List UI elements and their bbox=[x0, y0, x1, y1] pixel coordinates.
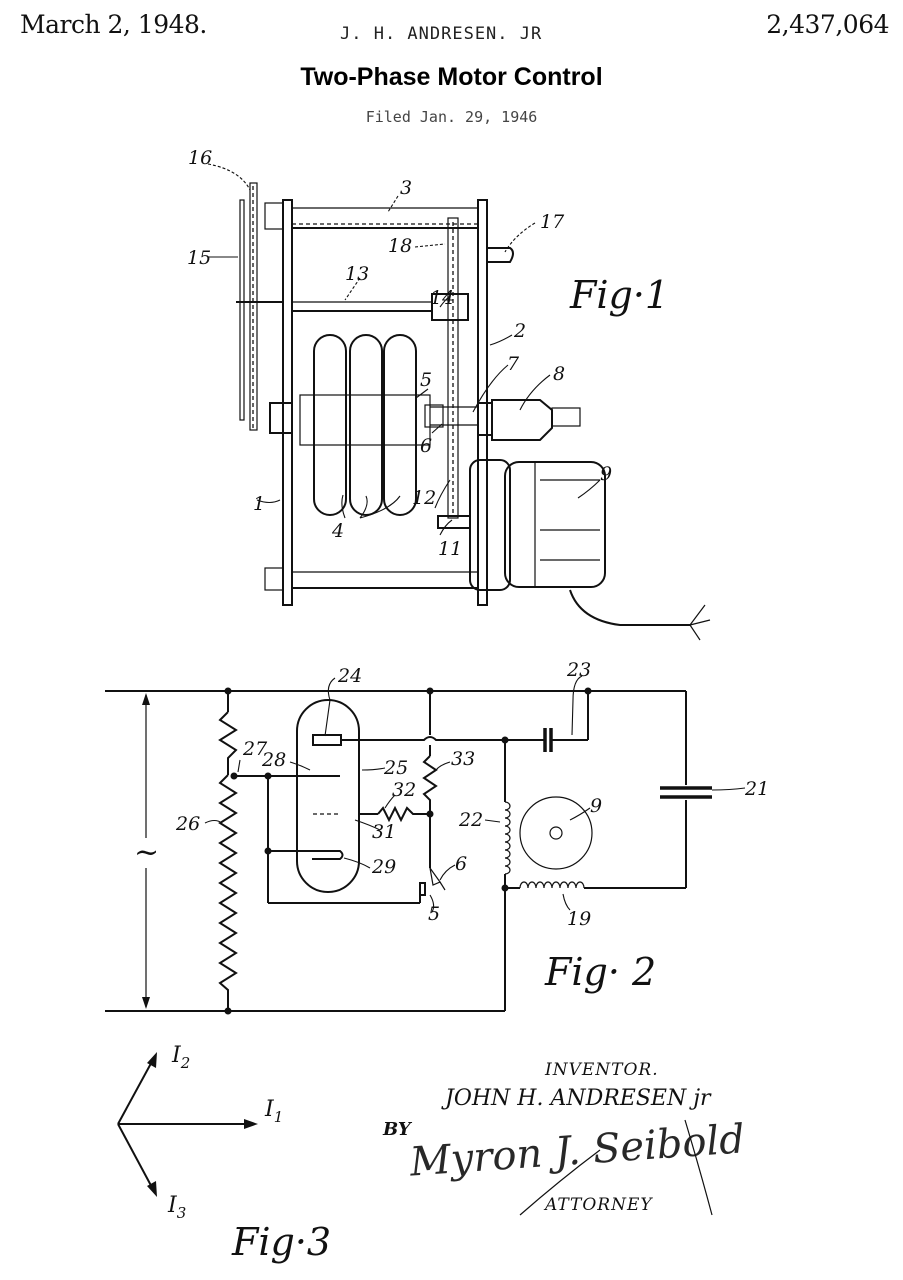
label-i2: I2 bbox=[171, 1043, 190, 1072]
ref-26: 26 bbox=[175, 813, 200, 835]
ac-symbol: ~ bbox=[134, 835, 159, 870]
ref-2: 2 bbox=[513, 320, 526, 342]
ref-23: 23 bbox=[566, 659, 591, 681]
ref-7: 7 bbox=[507, 353, 520, 375]
filed-date: Filed Jan. 29, 1946 bbox=[365, 108, 538, 126]
ref-9-motor: 9 bbox=[590, 795, 602, 817]
inventor-name: JOHN H. ANDRESEN jr bbox=[441, 1086, 712, 1111]
ref-29: 29 bbox=[371, 856, 396, 878]
gear-train-12-18 bbox=[437, 217, 471, 529]
shaft-6-knob-8 bbox=[424, 399, 581, 441]
vacuum-tube-25 bbox=[296, 699, 360, 893]
capacitor-23 bbox=[543, 687, 592, 752]
nut bbox=[269, 402, 293, 434]
ref-14: 14 bbox=[430, 287, 454, 309]
ref-1: 1 bbox=[253, 493, 265, 515]
ref-6: 6 bbox=[420, 435, 432, 457]
ref-16: 16 bbox=[188, 147, 212, 169]
patent-number: 2,437,064 bbox=[766, 10, 889, 39]
by-label: BY bbox=[382, 1119, 413, 1140]
fig3-phasor-diagram: I2 I1 I3 Fig·3 bbox=[117, 1043, 331, 1264]
signature-block: INVENTOR. JOHN H. ANDRESEN jr BY Myron J… bbox=[382, 1060, 746, 1216]
fig3-label: Fig·3 bbox=[231, 1220, 331, 1264]
attorney-caption: ATTORNEY bbox=[543, 1195, 653, 1215]
anode-24 bbox=[312, 734, 342, 746]
ref-4: 4 bbox=[331, 520, 344, 542]
ref-17: 17 bbox=[540, 211, 565, 233]
ref-9: 9 bbox=[600, 463, 612, 485]
fig2-circuit-schematic: ~ bbox=[105, 659, 769, 1015]
shaft-13 bbox=[236, 293, 469, 321]
rod-3 bbox=[264, 202, 478, 230]
ref-12: 12 bbox=[412, 487, 436, 509]
winding-22 bbox=[504, 801, 511, 875]
ref-32: 32 bbox=[392, 779, 416, 801]
label-i3: I3 bbox=[167, 1193, 186, 1222]
capacitor-plates-4 bbox=[299, 334, 431, 516]
vector-i2 bbox=[117, 1055, 156, 1125]
fig1-label: Fig·1 bbox=[569, 273, 669, 317]
shaft-17 bbox=[486, 247, 514, 263]
ref-21: 21 bbox=[744, 778, 769, 800]
ref-5: 5 bbox=[420, 369, 432, 391]
ref-11: 11 bbox=[438, 538, 462, 560]
ac-supply-arrow: ~ bbox=[132, 693, 160, 1009]
ref-25: 25 bbox=[383, 757, 408, 779]
inventor-header: J. H. ANDRESEN. JR bbox=[340, 24, 543, 44]
cathode-29 bbox=[312, 850, 344, 860]
fig1-mechanical-assembly: 16 15 3 17 18 13 14 2 7 8 5 6 12 9 1 4 1… bbox=[187, 147, 711, 641]
fig2-label: Fig· 2 bbox=[544, 950, 656, 994]
ref-28: 28 bbox=[261, 749, 286, 771]
ref-3: 3 bbox=[400, 177, 412, 199]
ref-33: 33 bbox=[451, 748, 475, 770]
ref-22: 22 bbox=[458, 809, 483, 831]
ref-18: 18 bbox=[388, 235, 412, 257]
label-i1: I1 bbox=[264, 1097, 283, 1126]
winding-19 bbox=[519, 881, 585, 889]
motor-rotor-9 bbox=[519, 796, 593, 870]
resistor-32 bbox=[377, 805, 430, 823]
dial-15 bbox=[239, 182, 258, 431]
bottom-rod bbox=[264, 567, 478, 591]
ref-27: 27 bbox=[242, 738, 268, 760]
ref-31: 31 bbox=[372, 821, 396, 843]
contact-5 bbox=[419, 882, 426, 896]
motor-9 bbox=[469, 459, 711, 641]
patent-date: March 2, 1948. bbox=[20, 10, 207, 39]
contact-6 bbox=[429, 867, 441, 886]
potentiometer-26 bbox=[218, 687, 238, 1015]
vector-i3 bbox=[117, 1123, 156, 1194]
attorney-signature: Myron J. Seibold bbox=[407, 1116, 746, 1185]
ref-24: 24 bbox=[337, 665, 362, 687]
ref-6-contact: 6 bbox=[455, 853, 467, 875]
ref-5-contact: 5 bbox=[428, 903, 440, 925]
ref-19: 19 bbox=[567, 908, 591, 930]
ref-15: 15 bbox=[187, 247, 211, 269]
signature-flourish bbox=[519, 1119, 713, 1216]
patent-title: Two-Phase Motor Control bbox=[300, 63, 603, 91]
inventor-caption: INVENTOR. bbox=[544, 1060, 659, 1080]
resistor-33 bbox=[422, 755, 438, 814]
ref-13: 13 bbox=[345, 263, 369, 285]
ref-8: 8 bbox=[553, 363, 565, 385]
